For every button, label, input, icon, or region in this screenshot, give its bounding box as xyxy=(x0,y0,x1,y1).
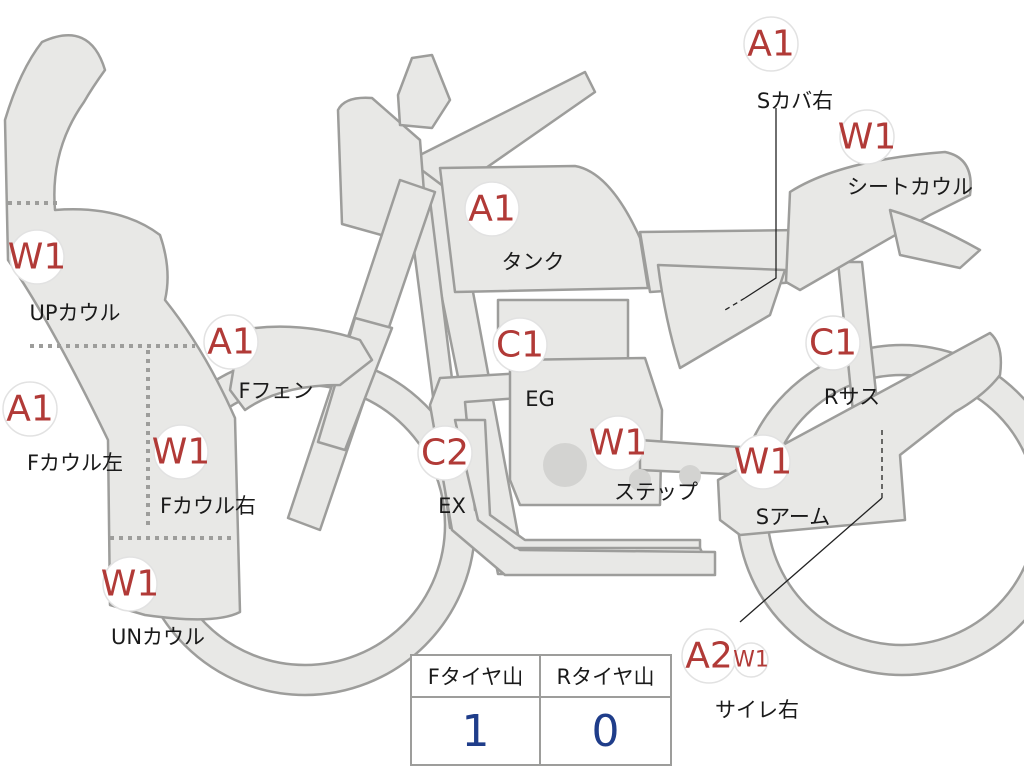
svg-text:A2: A2 xyxy=(685,636,733,677)
leader-s-cover xyxy=(744,108,777,299)
svg-text:UPカウル: UPカウル xyxy=(29,301,120,325)
svg-text:C1: C1 xyxy=(496,325,544,366)
front-tire-label: Fタイヤ山 xyxy=(412,656,541,698)
svg-text:Rサス: Rサス xyxy=(824,385,880,409)
svg-text:W1: W1 xyxy=(734,442,793,483)
swing-arm-silencer xyxy=(716,331,1003,537)
svg-text:A1: A1 xyxy=(747,24,795,65)
seat-and-tail xyxy=(656,150,982,370)
label-swing-arm: W1 Sアーム xyxy=(734,434,830,529)
svg-text:シートカウル: シートカウル xyxy=(847,175,973,199)
tire-tread-table: Fタイヤ山 Rタイヤ山 1 0 xyxy=(410,654,672,766)
svg-text:W1: W1 xyxy=(8,237,67,278)
svg-text:Sアーム: Sアーム xyxy=(756,505,830,529)
svg-text:EX: EX xyxy=(438,494,466,518)
label-f-cowl-right: W1 Fカウル右 xyxy=(152,424,256,518)
svg-text:ステップ: ステップ xyxy=(614,480,698,504)
label-up-cowl: W1 UPカウル xyxy=(8,229,121,325)
label-f-fender: A1 Fフェン xyxy=(203,314,314,403)
svg-text:サイレ右: サイレ右 xyxy=(715,698,799,722)
svg-text:W1: W1 xyxy=(101,564,160,605)
svg-text:W1: W1 xyxy=(838,117,897,158)
fairing xyxy=(3,34,242,621)
svg-text:C1: C1 xyxy=(809,323,857,364)
svg-text:A1: A1 xyxy=(207,322,255,363)
svg-text:タンク: タンク xyxy=(502,250,565,274)
label-exhaust: C2 EX xyxy=(417,425,473,518)
leader-silencer xyxy=(739,497,883,623)
svg-text:W1: W1 xyxy=(589,423,648,464)
fork-lower xyxy=(316,316,394,452)
label-silencer-right: A2 W1 サイレ右 xyxy=(681,628,799,722)
label-step: W1 ステップ xyxy=(589,415,698,504)
label-under-cowl: W1 UNカウル xyxy=(101,556,205,649)
svg-text:UNカウル: UNカウル xyxy=(111,625,205,649)
label-seat-cowl: W1 シートカウル xyxy=(838,109,973,199)
rear-tire-value: 0 xyxy=(591,705,620,757)
svg-text:A1: A1 xyxy=(6,389,54,430)
front-tire-value: 1 xyxy=(412,698,541,764)
leader-s-cover-dash xyxy=(724,297,746,311)
front-fender xyxy=(228,325,374,412)
label-r-suspension: C1 Rサス xyxy=(805,315,880,409)
svg-text:A1: A1 xyxy=(468,189,516,230)
rear-tire-label: Rタイヤ山 xyxy=(541,656,670,698)
label-f-cowl-left: A1 Fカウル左 xyxy=(2,381,123,475)
label-engine: C1 EG xyxy=(492,317,555,411)
svg-text:W1: W1 xyxy=(733,648,769,673)
label-tank: A1 タンク xyxy=(464,181,565,274)
svg-text:Fフェン: Fフェン xyxy=(238,379,313,403)
svg-text:C2: C2 xyxy=(421,433,469,474)
svg-text:Fカウル左: Fカウル左 xyxy=(27,451,123,475)
svg-text:Sカバ右: Sカバ右 xyxy=(757,89,833,113)
svg-text:W1: W1 xyxy=(152,432,211,473)
svg-text:Fカウル右: Fカウル右 xyxy=(160,494,256,518)
svg-text:EG: EG xyxy=(525,387,555,411)
label-s-cover-right: A1 Sカバ右 xyxy=(743,16,833,113)
